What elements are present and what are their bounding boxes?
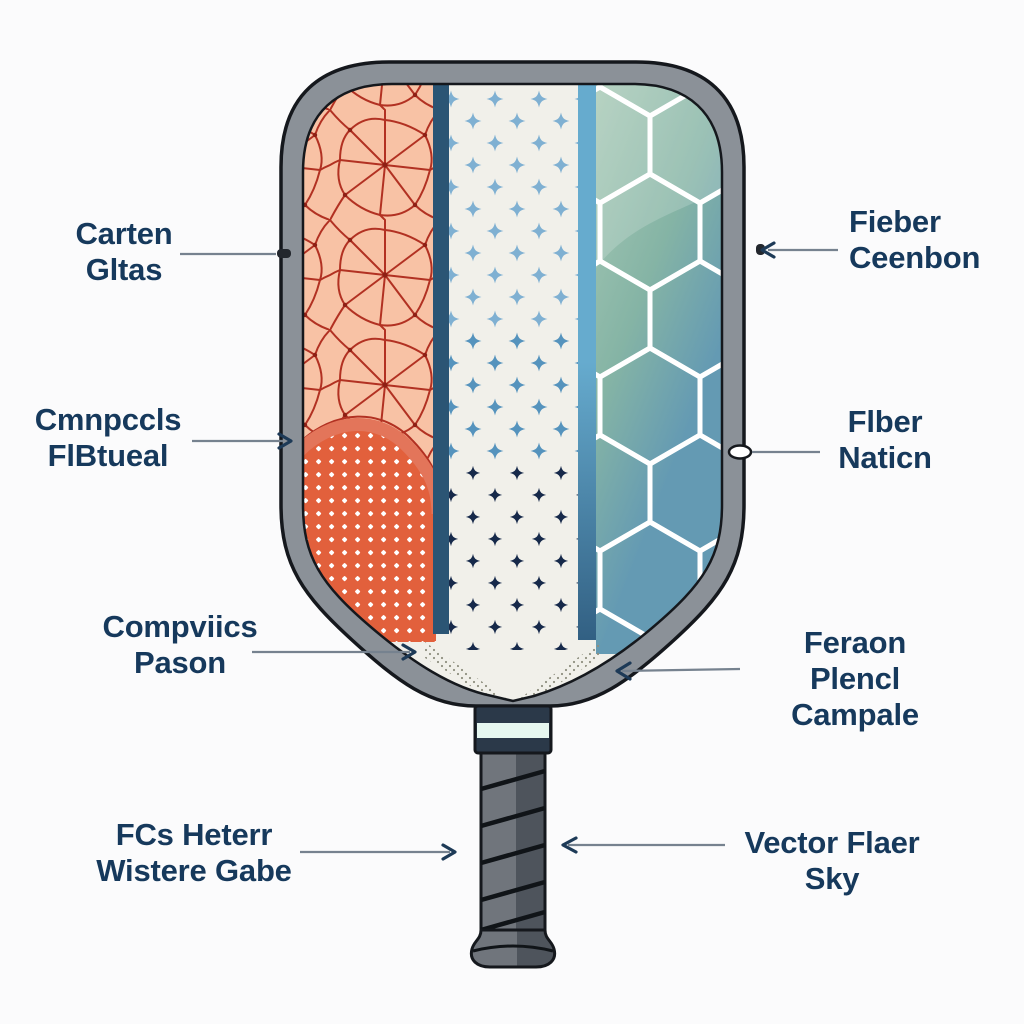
label-flber-naticn: Flber Naticn <box>838 404 932 475</box>
section-sparkle-dark <box>449 465 578 650</box>
section-mesh <box>303 424 436 642</box>
paddle-face <box>303 84 722 701</box>
section-hex-grid <box>596 84 722 654</box>
divider-left <box>433 84 449 634</box>
arrowhead-right-icon <box>277 432 293 450</box>
handle-butt-cap <box>469 928 557 969</box>
frame-oval-marker <box>727 444 753 460</box>
frame-tick-left-top <box>277 249 291 258</box>
face-outline <box>301 82 724 703</box>
label-fcs-heterr-wistere-gabe: FCs Heterr Wistere Gabe <box>96 817 292 888</box>
grip-wrap-lines <box>480 768 546 933</box>
butt-cap-line <box>472 944 554 953</box>
leader-lines <box>180 248 838 854</box>
arrowhead-right-icon <box>401 643 417 661</box>
arrowhead-left-icon <box>760 241 776 259</box>
label-vector-flaer-sky: Vector Flaer Sky <box>744 825 920 896</box>
handle-collar-stripe <box>477 723 549 738</box>
arrowhead-right-icon <box>441 843 457 861</box>
handle <box>469 704 557 969</box>
arrowhead-left-icon <box>561 836 578 854</box>
arrowhead-left-icon <box>615 661 632 681</box>
label-fieber-ceenbon: Fieber Ceenbon <box>849 204 981 275</box>
handle-grip <box>479 751 547 934</box>
divider-right <box>578 84 596 640</box>
hex-sheen <box>596 84 722 268</box>
label-feraon-plencl-campale: Feraon Plencl Campale <box>791 625 919 732</box>
throat-stipple <box>425 642 600 701</box>
label-carten-gltas: Carten Gltas <box>75 216 173 287</box>
label-compviics-pason: Compviics Pason <box>102 609 258 680</box>
section-sparkle-light <box>449 84 578 330</box>
leader-feraon-plencl <box>621 667 741 673</box>
section-sparkle-mid <box>449 330 578 465</box>
leader-arrowheads <box>277 241 776 861</box>
label-cmnpccls-flbtueal: Cmnpccls FlBtueal <box>34 402 182 473</box>
